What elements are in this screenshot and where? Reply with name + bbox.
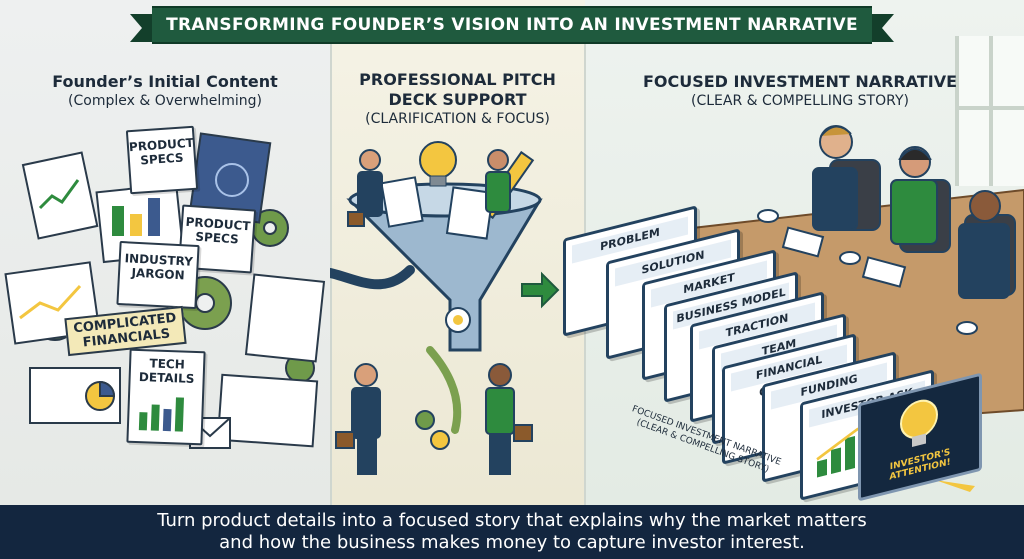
bar-chart-icon bbox=[138, 397, 184, 432]
tech-details-line-2: DETAILS bbox=[138, 370, 195, 386]
investor-1 bbox=[812, 125, 881, 231]
investor-attention-card: INVESTOR'S ATTENTION! bbox=[858, 372, 982, 502]
left-heading: Founder’s Initial Content (Complex & Ove… bbox=[10, 72, 320, 110]
tech-details-doc: TECH DETAILS bbox=[126, 348, 206, 446]
footer-caption: Turn product details into a focused stor… bbox=[0, 505, 1024, 559]
right-subtitle: (CLEAR & COMPELLING STORY) bbox=[691, 93, 909, 109]
arrow-right-icon bbox=[521, 271, 560, 309]
funnel-icon bbox=[346, 198, 543, 352]
product-specs-doc-1: PRODUCT SPECS bbox=[125, 125, 199, 195]
person-woman-bottom bbox=[485, 363, 533, 475]
coffee-cup-icon bbox=[956, 321, 978, 335]
arrow-accent bbox=[935, 480, 975, 492]
investor-table-art bbox=[672, 125, 1024, 492]
funnel-art bbox=[330, 141, 543, 475]
banner-title: TRANSFORMING FOUNDER’S VISION INTO AN IN… bbox=[152, 6, 872, 44]
person-man-top bbox=[347, 149, 383, 227]
content-swirl bbox=[330, 265, 415, 290]
middle-heading: PROFESSIONAL PITCH DECK SUPPORT (CLARIFI… bbox=[335, 70, 580, 128]
investor-3 bbox=[958, 190, 1016, 299]
person-woman-top bbox=[485, 149, 511, 213]
product-specs-1-line-2: SPECS bbox=[139, 150, 185, 168]
person-man-bottom bbox=[335, 363, 381, 475]
industry-jargon-doc: INDUSTRY JARGON bbox=[116, 240, 200, 310]
industry-jargon-line-2: JARGON bbox=[131, 265, 185, 283]
right-title: FOCUSED INVESTMENT NARRATIVE bbox=[642, 72, 958, 91]
window bbox=[955, 36, 1024, 186]
middle-title-line-1: PROFESSIONAL PITCH bbox=[359, 70, 556, 89]
coffee-cup-icon bbox=[757, 209, 779, 223]
investor-2 bbox=[890, 146, 951, 253]
gear-icon bbox=[415, 410, 435, 430]
left-title: Founder’s Initial Content bbox=[52, 72, 278, 91]
coffee-cup-icon bbox=[839, 251, 861, 265]
coin-icon bbox=[430, 430, 450, 450]
middle-title-line-2: DECK SUPPORT bbox=[388, 90, 527, 109]
left-subtitle: (Complex & Overwhelming) bbox=[68, 93, 262, 109]
middle-subtitle: (CLARIFICATION & FOCUS) bbox=[365, 111, 550, 127]
footer-line-1: Turn product details into a focused stor… bbox=[157, 510, 867, 531]
lightbulb-icon bbox=[900, 399, 938, 447]
title-banner: TRANSFORMING FOUNDER’S VISION INTO AN IN… bbox=[130, 6, 894, 44]
lightbulb-icon bbox=[419, 141, 457, 179]
footer-line-2: and how the business makes money to capt… bbox=[219, 532, 805, 553]
right-heading: FOCUSED INVESTMENT NARRATIVE (CLEAR & CO… bbox=[600, 72, 1000, 110]
